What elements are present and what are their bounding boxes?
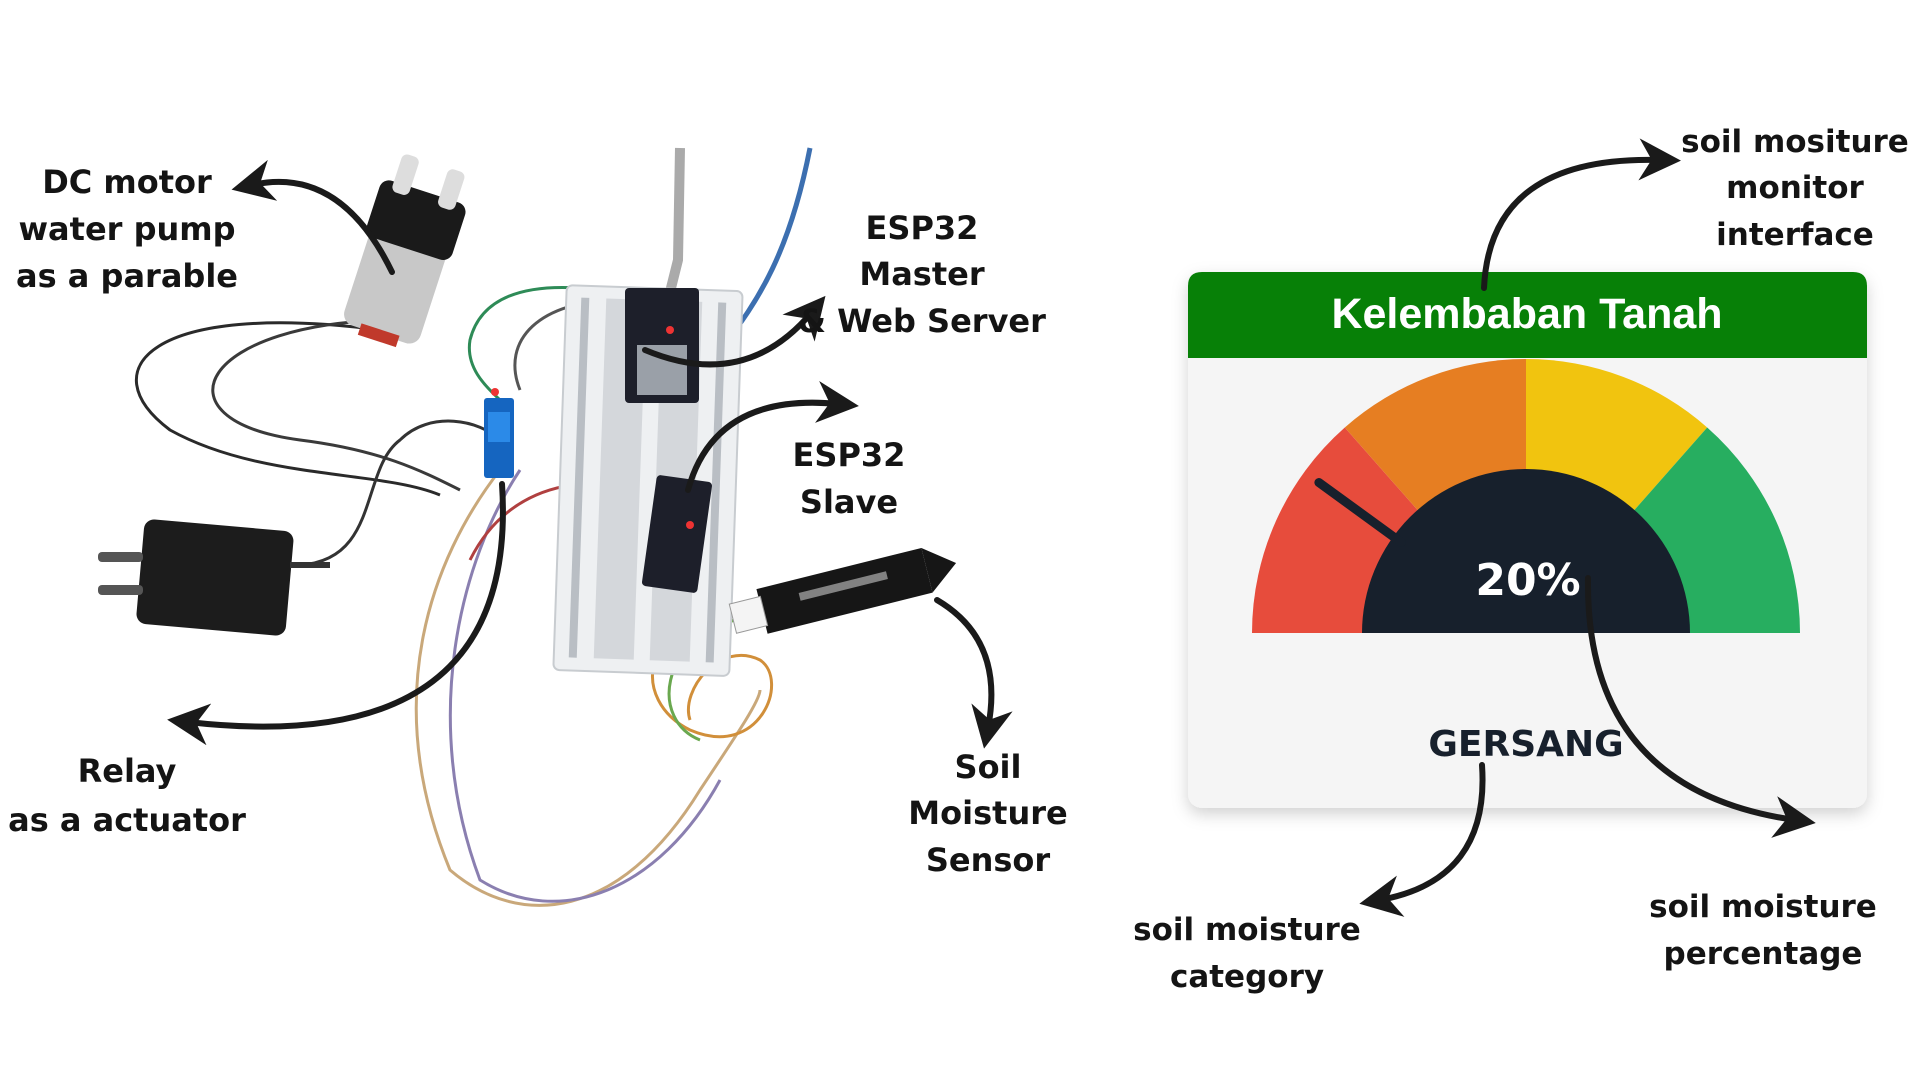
dashboard-title: Kelembaban Tanah (1331, 290, 1722, 338)
dashboard-header (1188, 272, 1867, 358)
svg-text:category: category (1170, 959, 1324, 995)
usb-cable (663, 147, 685, 302)
gauge-hub (1362, 469, 1690, 633)
moisture-gauge (1252, 359, 1800, 633)
esp32-slave-board (641, 475, 713, 593)
soil-moisture-sensor (728, 547, 957, 634)
dashboard-card: Kelembaban Tanah 20% GERSANG (1188, 272, 1867, 808)
arrow-slave (685, 381, 859, 493)
label-pump: DC motor water pump as a parable (16, 163, 238, 295)
label-percentage: soil moisture percentage (1649, 889, 1877, 972)
svg-text:water pump: water pump (18, 210, 235, 248)
svg-text:monitor: monitor (1726, 170, 1864, 206)
label-category: soil moisture category (1133, 912, 1361, 995)
gauge-value-text: 20% (1475, 555, 1580, 606)
label-sensor: Soil Moisture Sensor (908, 748, 1067, 879)
svg-text:Slave: Slave (800, 483, 898, 521)
svg-text:Relay: Relay (78, 752, 177, 790)
svg-text:interface: interface (1716, 217, 1874, 253)
label-relay: Relay as a actuator (8, 752, 246, 839)
svg-text:soil moisture: soil moisture (1133, 912, 1361, 948)
svg-text:Moisture: Moisture (908, 794, 1067, 832)
power-adapter (98, 519, 330, 636)
svg-text:& Web Server: & Web Server (798, 302, 1046, 340)
label-slave: ESP32 Slave (793, 436, 906, 521)
svg-text:as a actuator: as a actuator (8, 801, 246, 839)
arrow-relay (167, 481, 506, 746)
relay-module (484, 388, 514, 478)
svg-text:Master: Master (859, 255, 984, 293)
svg-text:soil mositure: soil mositure (1681, 124, 1909, 160)
gauge-needle (1314, 478, 1406, 547)
arrow-pump (231, 159, 395, 275)
svg-text:Sensor: Sensor (926, 841, 1051, 879)
annotation-arrows (167, 138, 1816, 917)
svg-text:DC motor: DC motor (42, 163, 212, 201)
svg-text:Soil: Soil (955, 748, 1022, 786)
label-master: ESP32 Master & Web Server (798, 209, 1046, 340)
svg-text:percentage: percentage (1664, 936, 1863, 972)
svg-text:ESP32: ESP32 (866, 209, 979, 247)
dc-water-pump (344, 154, 466, 348)
arrow-master (642, 295, 826, 368)
svg-text:as a parable: as a parable (16, 257, 238, 295)
arrow-sensor (934, 597, 1013, 749)
moisture-category-text: GERSANG (1428, 724, 1623, 765)
arrow-interface (1481, 138, 1681, 291)
arrow-category (1359, 762, 1486, 917)
svg-text:soil moisture: soil moisture (1649, 889, 1877, 925)
hardware-photo (98, 147, 957, 907)
esp32-master-board (625, 288, 699, 403)
arrow-percentage (1584, 575, 1816, 838)
svg-text:ESP32: ESP32 (793, 436, 906, 474)
label-interface: soil mositure monitor interface (1681, 124, 1909, 253)
